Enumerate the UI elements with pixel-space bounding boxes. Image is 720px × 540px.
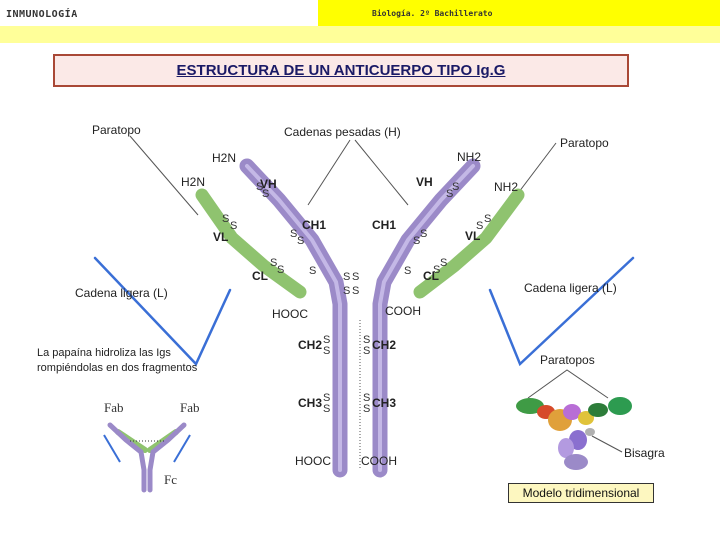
ss-ch2-right-1: S <box>363 334 370 346</box>
label-nh2-heavy: NH2 <box>457 150 481 164</box>
label-ch2-right: CH2 <box>372 338 396 352</box>
ss-vh-right-2: S <box>446 188 453 200</box>
label-cl-left: CL <box>252 269 268 283</box>
label-ch1-left: CH1 <box>302 218 326 232</box>
label-paratopos: Paratopos <box>540 353 595 367</box>
ss-ch1-left-1: S <box>290 228 297 240</box>
label-light-chain-right: Cadena ligera (L) <box>524 281 617 295</box>
ss-hinge-1: S <box>343 271 350 283</box>
label-h2n-light: H2N <box>181 175 205 189</box>
ss-cl-right-1: S <box>440 257 447 269</box>
ss-vh-left-1: S <box>256 181 263 193</box>
ss-vh-right-1: S <box>452 181 459 193</box>
label-paratopo-right: Paratopo <box>560 136 609 150</box>
label-vl-left: VL <box>213 230 228 244</box>
label-nh2-light: NH2 <box>494 180 518 194</box>
papain-note-line-1: La papaína hidroliza las Igs <box>37 347 171 359</box>
fab-right-label: Fab <box>180 400 200 415</box>
header-right-bar <box>318 0 720 26</box>
label-hooc-upper: HOOC <box>272 307 308 321</box>
ss-ch1-right-2: S <box>413 235 420 247</box>
ss-hinge-2: S <box>352 271 359 283</box>
label-bisagra: Bisagra <box>624 446 665 460</box>
ss-ch1cl-left: S <box>309 265 316 277</box>
ss-ch1-right-1: S <box>420 228 427 240</box>
label-cooh-lower: COOH <box>361 454 397 468</box>
label-ch3-right: CH3 <box>372 396 396 410</box>
label-ch2-left: CH2 <box>298 338 322 352</box>
papain-note-line-2: rompiéndolas en dos fragmentos <box>37 362 198 374</box>
ss-ch2-left-2: S <box>323 345 330 357</box>
label-heavy-chains: Cadenas pesadas (H) <box>284 125 401 139</box>
header-left-bar <box>0 0 318 26</box>
ss-ch1cl-right: S <box>404 265 411 277</box>
ss-vl-left-2: S <box>230 220 237 232</box>
label-paratopo-left: Paratopo <box>92 123 141 137</box>
ss-hinge-3: S <box>343 285 350 297</box>
light-chains <box>195 188 525 299</box>
ss-cl-left-2: S <box>277 264 284 276</box>
label-h2n-heavy: H2N <box>212 151 236 165</box>
ss-cl-left-1: S <box>270 257 277 269</box>
header-subject: INMUNOLOGÍA <box>6 9 78 20</box>
title-box: ESTRUCTURA DE UN ANTICUERPO TIPO Ig.G <box>53 54 629 87</box>
ss-vl-left-1: S <box>222 213 229 225</box>
paratopos-bracket <box>527 369 609 399</box>
ss-vl-right-2: S <box>476 220 483 232</box>
heavy-chain-highlights <box>245 164 475 472</box>
disulfide-bridges: S S S S S S S S S S S S S S S S S S S S … <box>222 181 491 415</box>
header-course: Biología. 2º Bachillerato <box>372 9 493 18</box>
label-ch3-left: CH3 <box>298 396 322 410</box>
label-cooh-upper: COOH <box>385 304 421 318</box>
ss-ch3-right-1: S <box>363 392 370 404</box>
3d-model: Paratopos Bisagra <box>516 353 665 470</box>
light-chain-outlines <box>93 256 635 367</box>
ss-hinge-4: S <box>352 285 359 297</box>
page-title: ESTRUCTURA DE UN ANTICUERPO TIPO Ig.G <box>176 62 506 79</box>
ss-ch1-left-2: S <box>297 235 304 247</box>
label-hooc-lower: HOOC <box>295 454 331 468</box>
ss-vl-right-1: S <box>484 213 491 225</box>
header-band <box>0 26 720 43</box>
label-light-chain-left: Cadena ligera (L) <box>75 286 168 300</box>
ss-ch3-left-1: S <box>323 392 330 404</box>
fc-label: Fc <box>164 472 177 487</box>
ss-cl-right-2: S <box>433 264 440 276</box>
model-caption: Modelo tridimensional <box>508 483 654 503</box>
fab-fc-sketch: Fab Fab Fc <box>103 400 200 493</box>
label-vh-right: VH <box>416 175 433 189</box>
label-vl-right: VL <box>465 229 480 243</box>
fab-left-label: Fab <box>104 400 124 415</box>
label-vh-left: VH <box>260 177 277 191</box>
ss-ch3-right-2: S <box>363 403 370 415</box>
label-ch1-right: CH1 <box>372 218 396 232</box>
ss-ch2-right-2: S <box>363 345 370 357</box>
ss-ch3-left-2: S <box>323 403 330 415</box>
ss-vh-left-2: S <box>262 188 269 200</box>
label-cl-right: CL <box>423 269 439 283</box>
ss-ch2-left-1: S <box>323 334 330 346</box>
